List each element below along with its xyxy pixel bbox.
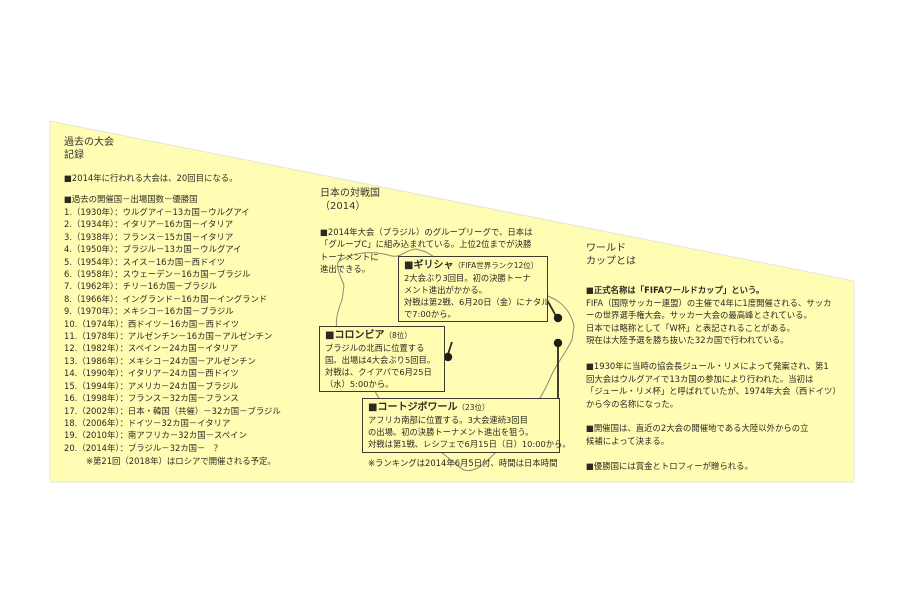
history-entry: 15.（1994年）：アメリカ－24カ国－ブラジル [64, 380, 239, 391]
map-markers [443, 313, 563, 362]
history-entry: 10.（1974年）：西ドイツ－16カ国－西ドイツ [64, 318, 240, 329]
history-entry: 8.（1966年）：イングランド－16カ国－イングランド [64, 293, 268, 304]
greece-rank: （FIFA世界ランク12位） [453, 261, 539, 270]
history-entry: 3.（1938年）：フランス－15カ国－イタリア [64, 231, 234, 242]
history-entry: 4.（1950年）：ブラジル－13カ国－ウルグアイ [64, 244, 242, 255]
history-entry: 9.（1970年）：メキシコ－16カ国－ブラジル [64, 306, 234, 317]
colombia-box: ■コロンビア（8位） ブラジルの北西に位置する 国。出場は4大会ぶり5回目。 対… [319, 326, 445, 392]
history-entry: 19.（2010年）：南アフリカ－32カ国－スペイン [64, 430, 247, 441]
left-heading-1: 過去の大会 [64, 137, 114, 148]
right-heading-2: カップとは [586, 256, 636, 267]
colombia-name: ■コロンビア [325, 330, 385, 341]
left-heading-2: 記録 [64, 150, 84, 161]
history-entry: 2.（1934年）：イタリア－16カ国－イタリア [64, 219, 234, 230]
history-entry: 6.（1958年）：スウェーデン－16カ国－ブラジル [64, 269, 251, 280]
cuiaba-marker [443, 352, 453, 362]
middle-intro: ■2014年大会（ブラジル）のグループリーグで、日本は 「グループC」に組み込ま… [320, 227, 533, 275]
ivory-coast-name: ■コートジボワール [368, 402, 458, 413]
middle-heading-1: 日本の対戦国 [320, 188, 380, 199]
right-paragraph-3: ■開催国は、直近の2大会の開催地である大陸以外からの立 候補によって決まる。 [586, 423, 809, 446]
recife-marker [553, 338, 563, 348]
history-list: 1.（1930年）：ウルグアイ－13カ国－ウルグアイ 2.（1934年）：イタリ… [64, 206, 281, 454]
history-entry: 7.（1962年）：チリ－16カ国－ブラジル [64, 281, 217, 292]
right-paragraph-2: ■1930年に当時の協会長ジュール・リメによって発案され、第1 回大会はウルグア… [586, 361, 841, 409]
left-note: ※第21回（2018年）はロシアで開催される予定。 [86, 456, 276, 466]
history-entry: 20.（2014年）：ブラジル－32カ国－ ？ [64, 442, 223, 453]
middle-heading-2: （2014） [320, 201, 366, 212]
colombia-rank: （8位） [384, 331, 412, 340]
middle-note: ※ランキングは2014年6月5日付、時間は日本時間 [368, 458, 558, 468]
right-paragraph-4: ■優勝国には賞金とトロフィーが贈られる。 [586, 461, 753, 471]
history-entry: 16.（1998年）：フランス－32カ国－フランス [64, 393, 239, 404]
history-entry: 14.（1990年）：イタリア－24カ国－西ドイツ [64, 368, 239, 379]
left-intro: ■2014年に行われる大会は、20回目になる。 [64, 173, 238, 183]
history-entry: 1.（1930年）：ウルグアイ－13カ国－ウルグアイ [64, 207, 250, 217]
history-entry: 13.（1986年）：メキシコ－24カ国－アルゼンチン [64, 355, 256, 366]
history-list-title: ■過去の開催国－出場国数－優勝国 [64, 194, 198, 204]
natal-marker [553, 313, 563, 323]
greece-name: ■ギリシャ [404, 260, 454, 271]
right-paragraph-1: ■正式名称は「FIFAワールドカップ」という。 FIFA（国際サッカー連盟）の主… [586, 285, 832, 346]
right-heading-1: ワールド [586, 243, 626, 254]
history-entry: 5.（1954年）：スイス－16カ国－西ドイツ [64, 256, 226, 267]
history-entry: 18.（2006年）：ドイツ－32カ国－イタリア [64, 417, 231, 428]
history-entry: 17.（2002年）：日本・韓国（共催）－32カ国－ブラジル [64, 405, 281, 416]
ivory-coast-box: ■コートジボワール（23位） アフリカ南部に位置する。3大会連続3回目 の出場。… [362, 398, 571, 453]
greece-box: ■ギリシャ（FIFA世界ランク12位） 2大会ぶり3回目。初の決勝トーナ メント… [398, 256, 550, 322]
history-entry: 12.（1982年）：スペイン－24カ国－イタリア [64, 343, 239, 354]
ivory-coast-rank: （23位） [457, 403, 490, 412]
history-entry: 11.（1978年）：アルゼンチン－16カ国－アルゼンチン [64, 331, 273, 342]
